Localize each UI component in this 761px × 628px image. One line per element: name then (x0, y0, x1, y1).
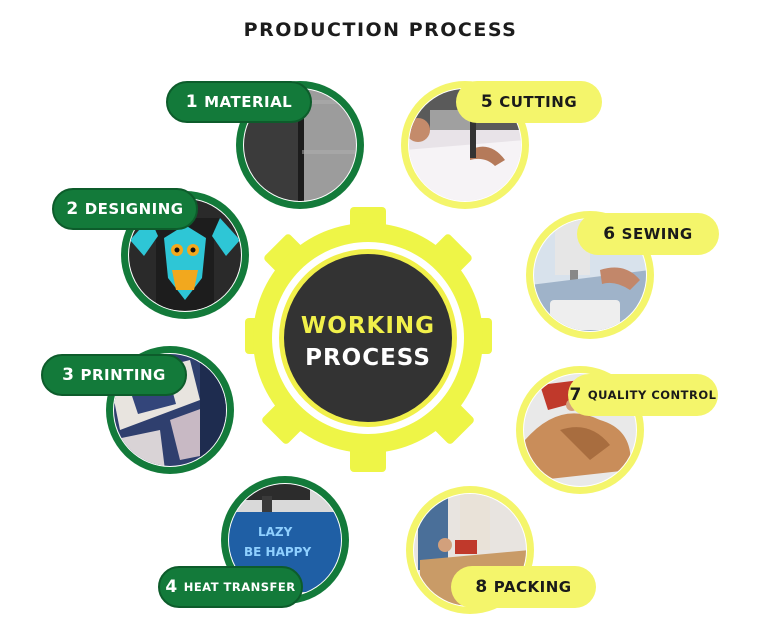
step-1-text: MATERIAL (204, 93, 293, 111)
step-2-number: 2 (66, 199, 79, 219)
step-8-label: 8 PACKING (451, 566, 596, 608)
step-2-label: 2 DESIGNING (52, 188, 198, 230)
step-8-text: PACKING (493, 578, 572, 596)
step-6-text: SEWING (621, 225, 693, 243)
step-4-label: 4 HEAT TRANSFER (158, 566, 303, 608)
step-7-label: 7 QUALITY CONTROL (568, 374, 718, 416)
step-7-number: 7 (569, 385, 582, 405)
step-4-text: HEAT TRANSFER (183, 580, 296, 594)
step-5-label: 5 CUTTING (456, 81, 602, 123)
step-2-text: DESIGNING (84, 200, 184, 218)
step-5-number: 5 (480, 92, 494, 112)
page-title: PRODUCTION PROCESS (243, 19, 518, 41)
center-title-line1: WORKING (300, 313, 436, 339)
step-1-label: 1 MATERIAL (166, 81, 312, 123)
step-6-label: 6 SEWING (577, 213, 719, 255)
step-7-text: QUALITY CONTROL (587, 388, 717, 402)
svg-text:BE HAPPY: BE HAPPY (244, 545, 311, 559)
step-3-number: 3 (62, 365, 75, 385)
step-5-text: CUTTING (499, 93, 578, 111)
step-3-text: PRINTING (80, 366, 166, 384)
svg-text:LAZY: LAZY (258, 525, 293, 539)
step-1-number: 1 (185, 92, 199, 112)
center-title-line2: PROCESS (305, 345, 431, 371)
step-8-number: 8 (475, 577, 488, 597)
step-4-number: 4 (165, 577, 178, 597)
gear-icon (245, 207, 492, 472)
step-3-label: 3 PRINTING (41, 354, 187, 396)
step-6-number: 6 (603, 224, 616, 244)
